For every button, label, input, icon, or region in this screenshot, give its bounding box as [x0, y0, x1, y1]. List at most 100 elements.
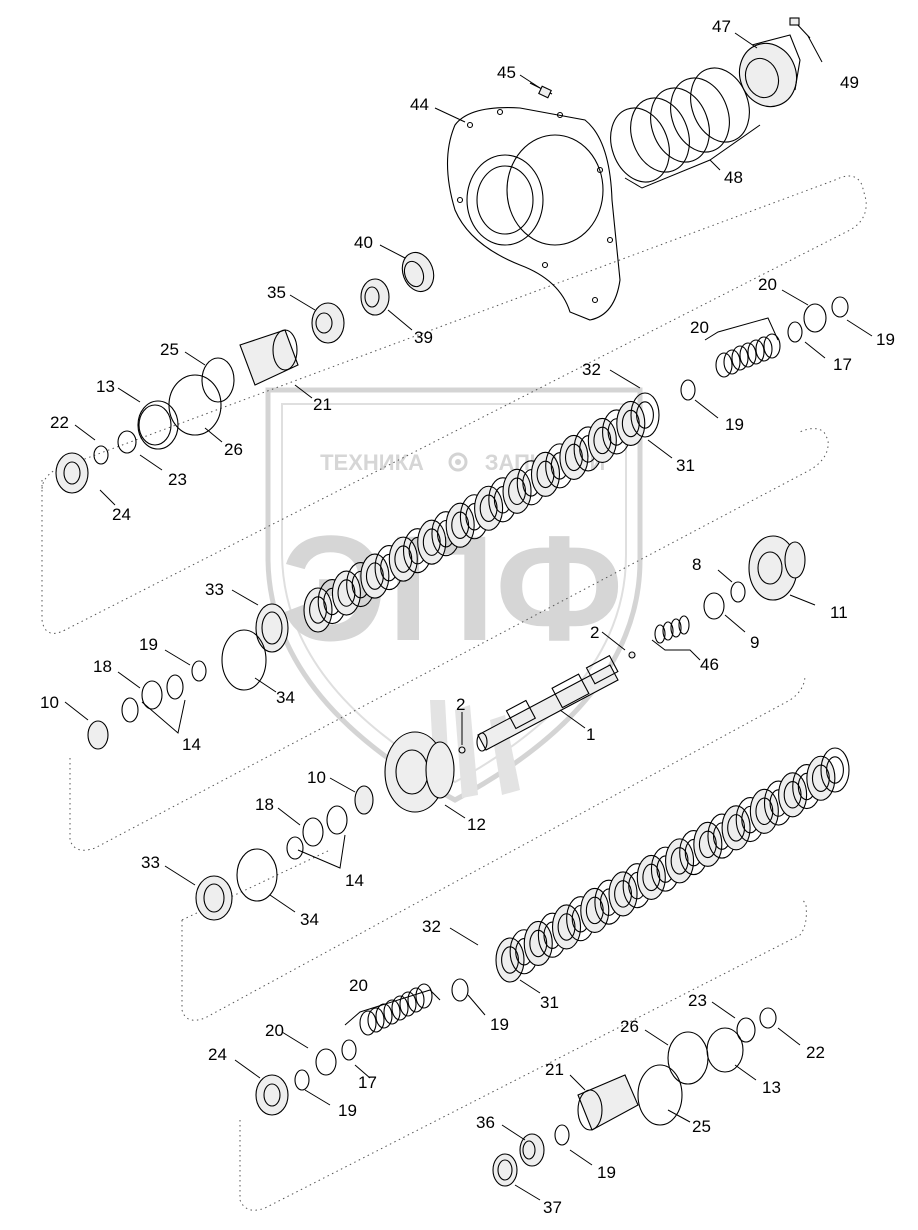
callout-2-lower: 2 [456, 695, 465, 714]
part-49-bolt [789, 17, 811, 39]
callout-19-mid: 19 [139, 635, 158, 654]
part-11-gear [748, 535, 806, 601]
callout-44: 44 [410, 95, 429, 114]
callout-49: 49 [840, 73, 859, 92]
clutch-plate [636, 854, 666, 900]
callout-25-lower: 25 [692, 1117, 711, 1136]
part-44-housing-cover [446, 107, 621, 321]
middle-left-rings [87, 629, 267, 750]
callout-19-lower-a: 19 [490, 1015, 509, 1034]
clutch-plate [445, 502, 475, 548]
clutch-plate [474, 485, 504, 531]
gear-icon [448, 452, 468, 472]
callout-8: 8 [692, 555, 701, 574]
callout-20-right: 20 [758, 275, 777, 294]
callout-26-upper: 26 [224, 440, 243, 459]
callout-12: 12 [467, 815, 486, 834]
part-35-gear [311, 302, 345, 344]
callout-14-upper: 14 [182, 735, 201, 754]
callout-18-lower: 18 [255, 795, 274, 814]
callout-31-upper: 31 [676, 456, 695, 475]
clutch-plate [523, 920, 553, 967]
part-1-shaft [476, 654, 619, 752]
callout-25-upper: 25 [160, 340, 179, 359]
callout-45: 45 [497, 63, 516, 82]
callout-34-lower: 34 [300, 910, 319, 929]
clutch-plate [630, 392, 660, 438]
callout-23-lower: 23 [688, 991, 707, 1010]
callout-31-lower: 31 [540, 993, 559, 1012]
part-39-bearing [360, 278, 390, 316]
top-right-springs [680, 296, 849, 401]
middle-lower-rings [195, 785, 374, 921]
clutch-plate [721, 805, 751, 851]
callout-39: 39 [414, 328, 433, 347]
callout-19-upper: 19 [725, 415, 744, 434]
clutch-plate [616, 400, 646, 447]
callout-14-lower: 14 [345, 871, 364, 890]
clutch-plate [693, 821, 723, 867]
callout-36: 36 [476, 1113, 495, 1132]
callout-32-upper: 32 [582, 360, 601, 379]
callout-10-lower: 10 [307, 768, 326, 787]
lower-right-rings [637, 1007, 777, 1126]
callout-2-upper: 2 [590, 623, 599, 642]
callout-37: 37 [543, 1198, 562, 1217]
part-48-shims [610, 67, 750, 183]
leader-lines [64, 32, 873, 1201]
part-40-race [401, 251, 435, 293]
part-33-upper-plate [255, 603, 289, 653]
clutch-plate [559, 434, 589, 480]
callout-21-lower: 21 [545, 1060, 564, 1079]
clutch-plate-bore [826, 756, 844, 784]
clutch-plate [495, 937, 525, 983]
clutch-plate [502, 468, 532, 514]
callout-20-spring-lower: 20 [349, 976, 368, 995]
callout-23-upper: 23 [168, 470, 187, 489]
part-12-gear [384, 731, 455, 813]
clutch-plate [749, 788, 779, 834]
callout-22-lower: 22 [806, 1043, 825, 1062]
clutch-plate [417, 519, 447, 565]
part-21-hub-lower [577, 1074, 639, 1131]
callout-40: 40 [354, 233, 373, 252]
clutch-plate [331, 570, 361, 616]
callout-18-upper: 18 [93, 657, 112, 676]
clutch-plate [530, 451, 561, 497]
upper-clutch-pack [303, 392, 660, 633]
clutch-plate [551, 904, 582, 950]
clutch-plate [580, 887, 610, 933]
callout-20-spring-upper: 20 [690, 318, 709, 337]
part-47-bearing-cap [738, 34, 801, 108]
callout-22-upper: 22 [50, 413, 69, 432]
clutch-plate [608, 871, 638, 917]
callout-24-lower: 24 [208, 1045, 227, 1064]
part-2-ball-upper [628, 651, 636, 659]
callout-19-lower-c: 19 [597, 1163, 616, 1182]
clutch-plate [388, 536, 418, 582]
callout-33-lower: 33 [141, 853, 160, 872]
callout-1: 1 [586, 725, 595, 744]
part-2-ball-lower [458, 746, 466, 754]
callout-17-lower: 17 [358, 1073, 377, 1092]
clutch-plate [587, 417, 617, 463]
callout-24-upper: 24 [112, 505, 131, 524]
clutch-plate-bore [636, 401, 654, 429]
callout-20-lower: 20 [265, 1021, 284, 1040]
callout-47: 47 [712, 17, 731, 36]
callout-32-lower: 32 [422, 917, 441, 936]
dotted-frames [41, 175, 867, 1211]
callout-9: 9 [750, 633, 759, 652]
callout-11: 11 [830, 603, 848, 622]
clutch-plate [806, 755, 836, 801]
callout-48: 48 [724, 168, 743, 187]
clutch-plate [665, 838, 695, 884]
callout-26-lower: 26 [620, 1017, 639, 1036]
clutch-plate [820, 747, 850, 793]
part-45-bolt [529, 82, 553, 99]
callout-10-upper: 10 [40, 693, 59, 712]
callout-46: 46 [700, 655, 719, 674]
callout-34-upper: 34 [276, 688, 295, 707]
